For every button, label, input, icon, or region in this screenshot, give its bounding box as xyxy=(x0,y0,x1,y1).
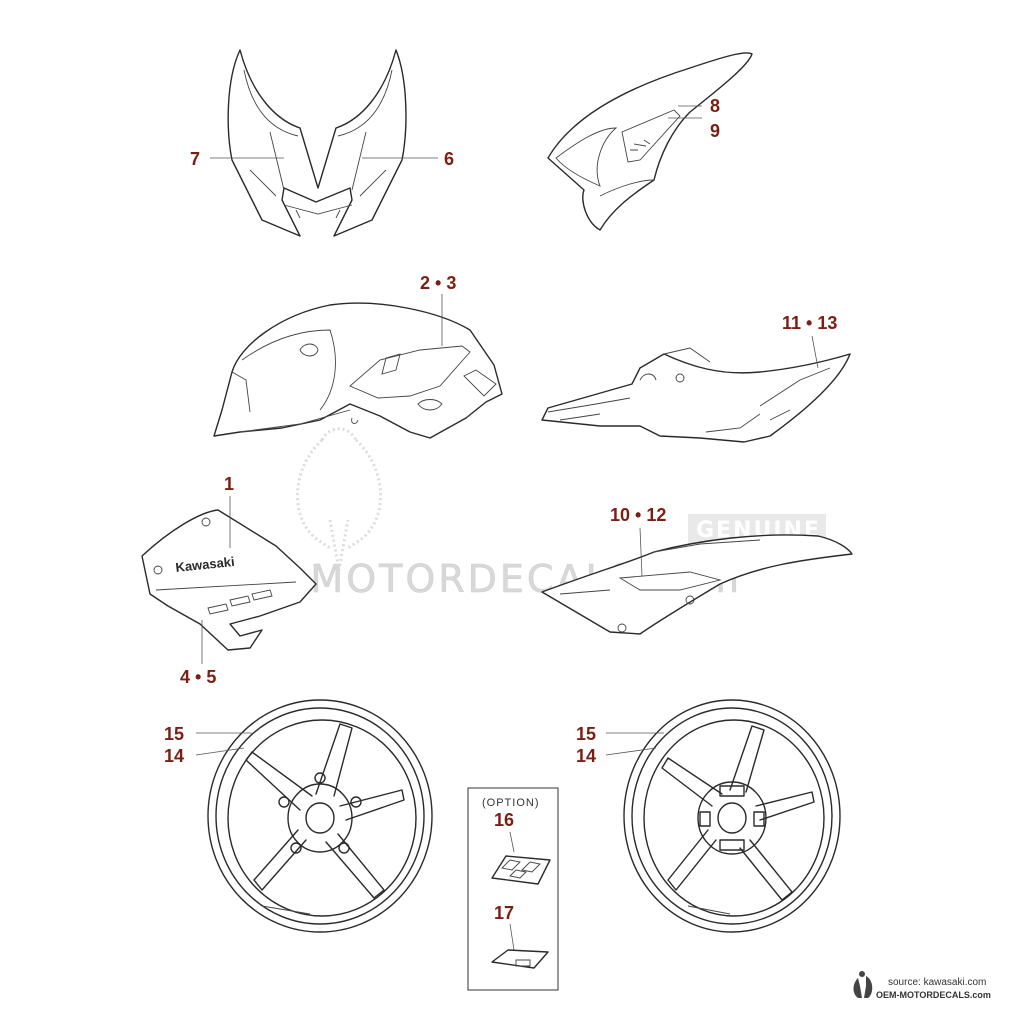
callout-11-13: 11 • 13 xyxy=(782,313,837,333)
manual-sheet-part xyxy=(491,949,549,969)
rear-wheel xyxy=(623,699,841,933)
callout-15-front: 15 xyxy=(164,724,184,744)
callout-4-5: 4 • 5 xyxy=(180,667,216,687)
grip-pad-part xyxy=(491,855,551,885)
logo-figure-icon xyxy=(853,971,873,998)
source-line-1: source: kawasaki.com xyxy=(888,977,986,988)
source-line-2: OEM-MOTORDECALS.com xyxy=(876,990,991,1000)
callout-14-front: 14 xyxy=(164,746,184,766)
tail-cowl xyxy=(541,534,853,635)
option-label: (OPTION) xyxy=(482,797,540,809)
source-credit: source: kawasaki.com OEM-MOTORDECALS.com xyxy=(853,971,991,1000)
side-cowl xyxy=(547,52,753,231)
front-wheel-spokes xyxy=(245,723,405,899)
watermark-figure-icon xyxy=(296,427,382,571)
option-box: (OPTION) 16 17 xyxy=(467,787,559,991)
callout-17: 17 xyxy=(494,903,514,923)
front-wheel xyxy=(207,699,433,933)
callout-16: 16 xyxy=(494,810,514,830)
callout-14-rear: 14 xyxy=(576,746,596,766)
front-upper-cowl xyxy=(227,49,407,237)
fuel-tank xyxy=(213,302,503,439)
callout-7: 7 xyxy=(190,149,200,169)
fairing-logo: Kawasaki xyxy=(175,554,236,575)
callout-15-rear: 15 xyxy=(576,724,596,744)
callout-10-12: 10 • 12 xyxy=(610,505,666,525)
callout-9: 9 xyxy=(710,121,720,141)
rear-wheel-spokes xyxy=(661,725,815,901)
callout-6: 6 xyxy=(444,149,454,169)
seat-cowl xyxy=(541,347,851,443)
lower-fairing: Kawasaki xyxy=(141,509,317,651)
callout-1: 1 xyxy=(224,474,234,494)
callout-2-3: 2 • 3 xyxy=(420,273,456,293)
callout-8: 8 xyxy=(710,96,720,116)
